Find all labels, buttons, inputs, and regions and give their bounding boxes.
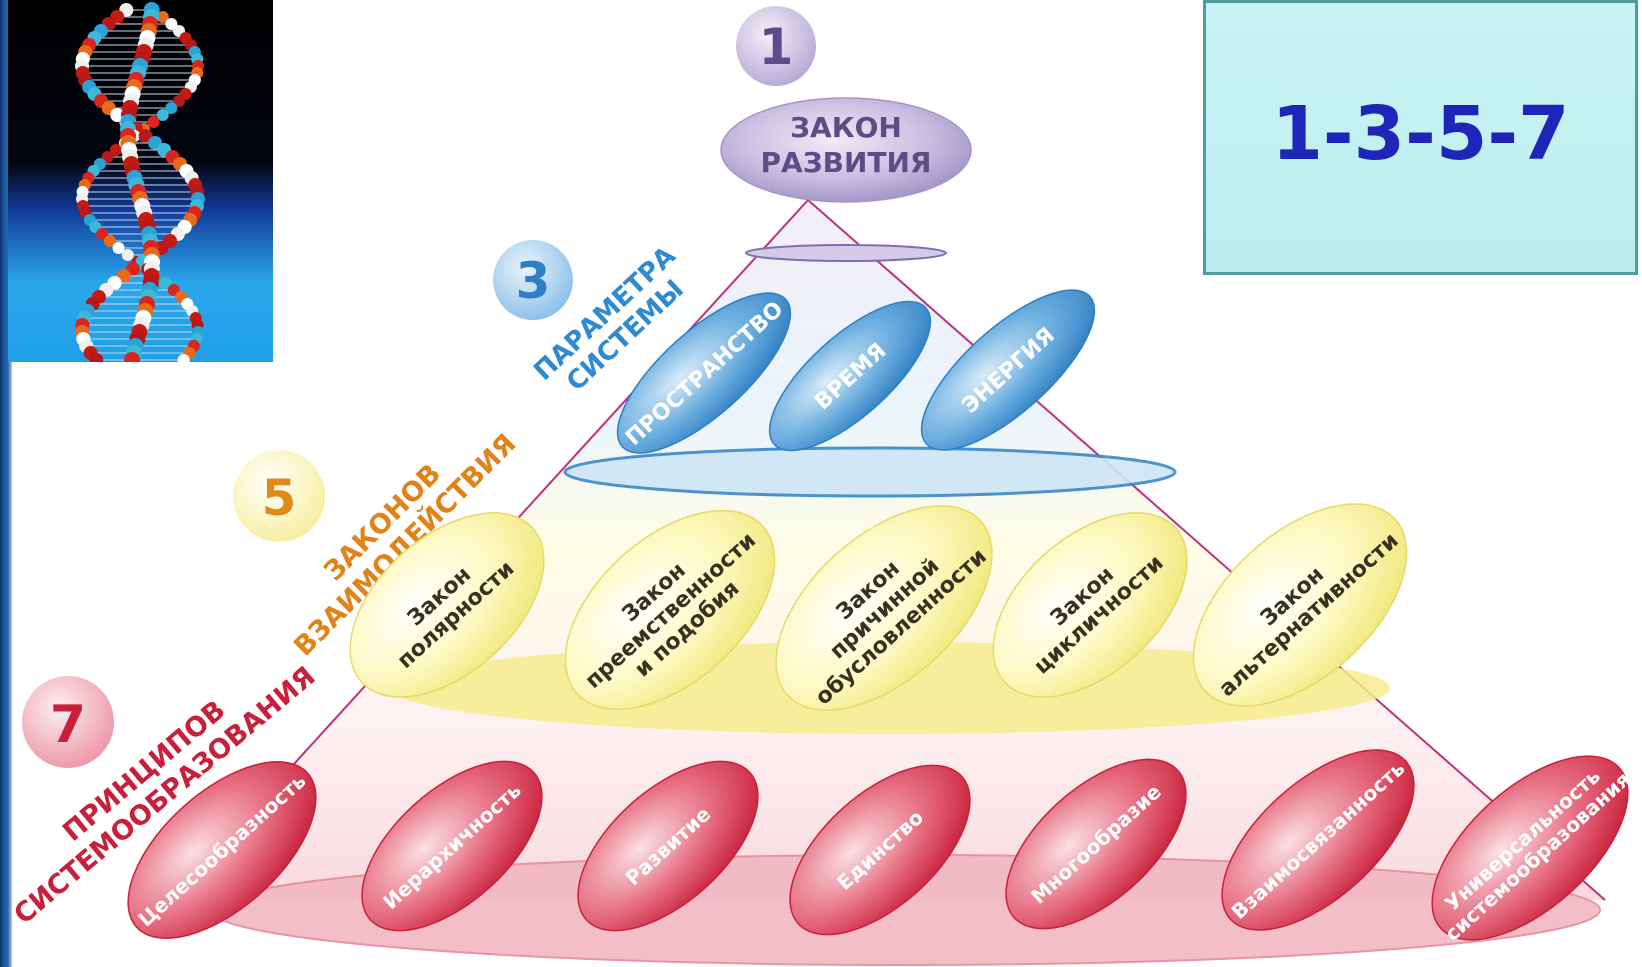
principle-item-6-ellipse bbox=[1431, 755, 1629, 941]
principle-item-1-ellipse bbox=[361, 760, 543, 932]
parameter-item-1: ВРЕМЯ bbox=[768, 300, 932, 452]
level7-badge bbox=[22, 676, 114, 768]
law-item-4-ellipse bbox=[1192, 503, 1408, 707]
level1-badge bbox=[736, 6, 816, 86]
level5-number: 5 bbox=[262, 469, 297, 527]
level1-line2: РАЗВИТИЯ bbox=[761, 146, 932, 179]
dna-helix-graphic bbox=[75, 2, 205, 362]
level3-badge bbox=[493, 240, 573, 320]
principle-item-2: Развитие bbox=[577, 760, 759, 932]
level5-badge bbox=[233, 450, 325, 542]
principle-item-4-ellipse bbox=[1005, 758, 1187, 930]
law-item-3-ellipse bbox=[992, 512, 1188, 698]
parameter-item-2-ellipse bbox=[920, 289, 1096, 451]
tier3-ring bbox=[563, 446, 1177, 498]
parameter-item-0-ellipse bbox=[616, 292, 792, 454]
law-of-development-ellipse bbox=[720, 97, 972, 203]
principle-item-3-ellipse bbox=[789, 764, 971, 936]
principle-item-1: Иерархичность bbox=[361, 760, 543, 932]
level3-number: 3 bbox=[516, 252, 551, 310]
principle-item-2-ellipse bbox=[577, 760, 759, 932]
info-box: 1-3-5-7 bbox=[1203, 0, 1638, 275]
dna-helix-image bbox=[8, 0, 273, 362]
level1-number: 1 bbox=[759, 18, 794, 76]
pyramid-right-edge bbox=[807, 199, 1606, 901]
law-item-1-ellipse bbox=[564, 509, 776, 711]
principle-item-0-ellipse bbox=[127, 761, 317, 939]
level1-line1: ЗАКОН bbox=[790, 111, 902, 144]
law-item-2-ellipse bbox=[775, 505, 993, 711]
law-item-0-ellipse bbox=[349, 512, 545, 698]
principle-item-5-ellipse bbox=[1221, 749, 1415, 931]
parameter-item-1-ellipse bbox=[768, 300, 932, 452]
level7-number: 7 bbox=[50, 695, 86, 755]
info-box-text: 1-3-5-7 bbox=[1271, 91, 1570, 177]
principle-item-3: Единство bbox=[789, 764, 971, 936]
tier1-ring bbox=[745, 244, 947, 262]
